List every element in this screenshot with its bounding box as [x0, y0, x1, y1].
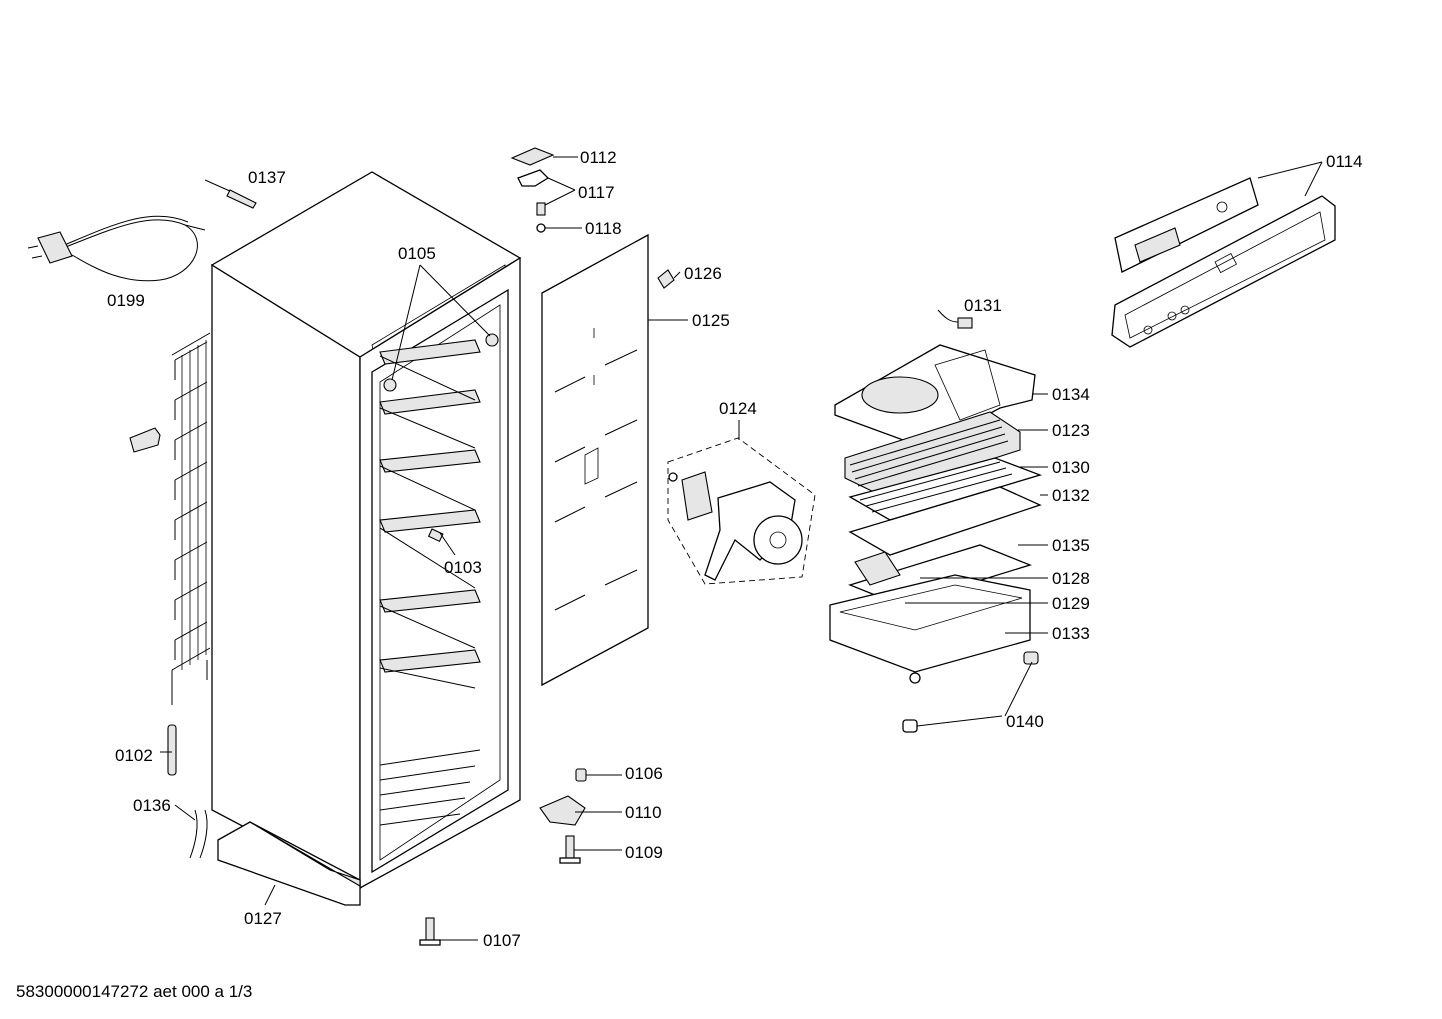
- callout-0110: 0110: [625, 803, 662, 822]
- callout-0112: 0112: [580, 148, 617, 167]
- evaporator-sensor: [937, 309, 973, 329]
- cabinet-body: [210, 171, 522, 906]
- cabinet-floor-ribs: [379, 749, 481, 826]
- callout-0140: 0140: [1006, 712, 1044, 731]
- callout-0125: 0125: [692, 311, 730, 330]
- callout-0114: 0114: [1326, 152, 1363, 171]
- callout-0132: 0132: [1052, 486, 1090, 505]
- callout-0117: 0117: [578, 183, 615, 202]
- control-panel: [1111, 177, 1336, 348]
- callout-0103: 0103: [444, 558, 482, 577]
- document-code: 58300000147272 aet 000 a 1/3: [16, 982, 252, 1001]
- air-vent: [427, 528, 444, 543]
- condenser-coil: [171, 332, 211, 705]
- panel-screw: [657, 269, 675, 289]
- callout-0136: 0136: [133, 796, 171, 815]
- callout-0199: 0199: [107, 291, 145, 310]
- callout-0123: 0123: [1052, 421, 1090, 440]
- callout-labels: 0112 0117 0118 0137 0199 0105 0126 0125 …: [107, 148, 1363, 950]
- callout-0135: 0135: [1052, 536, 1090, 555]
- callout-0102: 0102: [115, 746, 153, 765]
- evaporator-stack: [829, 344, 1043, 684]
- sensor-probe: [204, 179, 257, 209]
- callout-0106: 0106: [625, 764, 663, 783]
- callout-0130: 0130: [1052, 458, 1090, 477]
- callout-0129: 0129: [1052, 594, 1090, 613]
- callout-0127: 0127: [244, 909, 282, 928]
- callout-0126: 0126: [684, 264, 722, 283]
- wall-clip: [129, 427, 161, 453]
- callout-0118: 0118: [585, 219, 622, 238]
- callout-0107: 0107: [483, 931, 521, 950]
- drier-and-tube: [167, 724, 208, 859]
- cabinet-shelves: [379, 339, 481, 689]
- callout-0128: 0128: [1052, 569, 1090, 588]
- callout-0134: 0134: [1052, 385, 1090, 404]
- callout-0131: 0131: [964, 296, 1002, 315]
- callout-0105: 0105: [398, 244, 436, 263]
- power-cord: [27, 215, 206, 282]
- callout-0133: 0133: [1052, 624, 1090, 643]
- bottom-hinge-parts: [419, 768, 587, 946]
- rear-panel: [541, 233, 649, 687]
- top-hinge-parts: [510, 147, 555, 233]
- callout-0109: 0109: [625, 843, 663, 862]
- leader-lines: [160, 156, 1323, 941]
- fan-assembly: [667, 437, 816, 585]
- callout-0124: 0124: [719, 399, 757, 418]
- lamp-caps: [383, 333, 499, 392]
- callout-0137: 0137: [248, 168, 286, 187]
